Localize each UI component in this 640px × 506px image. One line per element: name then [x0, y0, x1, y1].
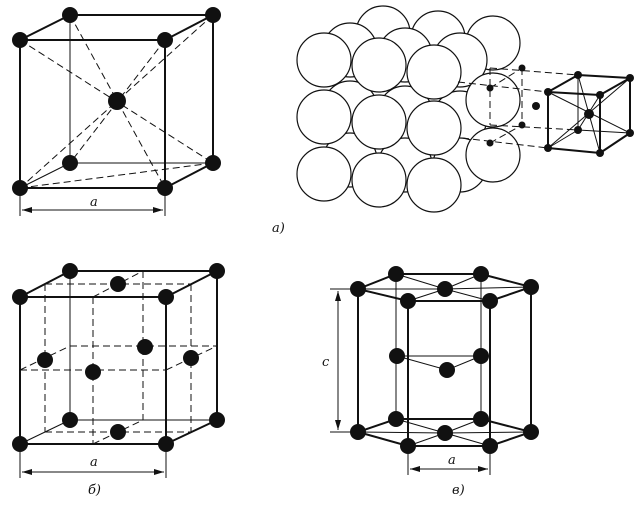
sphere-packing-model: [296, 5, 634, 213]
caption-b: б): [88, 483, 101, 498]
fcc-lattice-param-label: a: [90, 455, 98, 470]
bcc-unit-cell: a: [12, 7, 221, 216]
hcp-lattice-param-c-label: c: [322, 355, 330, 370]
hcp-unit-cell: c a: [322, 266, 539, 475]
fcc-unit-cell: a: [12, 263, 225, 478]
caption-c: в): [452, 483, 465, 498]
caption-a: а): [272, 221, 285, 236]
hcp-lattice-param-a-label: a: [448, 453, 456, 468]
bcc-lattice-param-label: a: [90, 195, 98, 210]
